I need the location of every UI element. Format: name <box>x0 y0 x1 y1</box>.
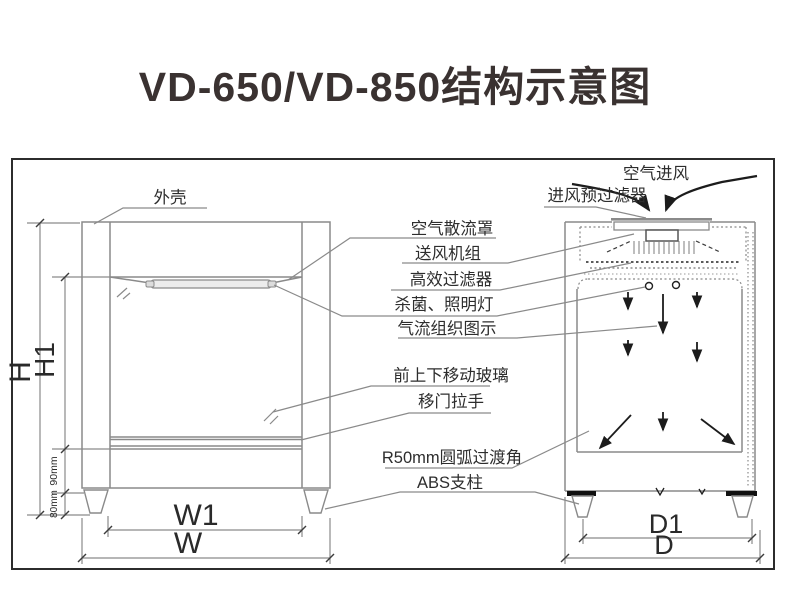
diffuser-label: 空气散流罩 <box>411 219 494 238</box>
dimension-w: W <box>77 518 335 564</box>
dimension-d1: D1 <box>578 509 757 544</box>
label-moving-glass: 前上下移动玻璃 <box>272 366 509 413</box>
airflow-diagram-label: 气流组织图示 <box>398 319 497 338</box>
uv-lamp-label: 杀菌、照明灯 <box>395 295 494 314</box>
label-fan-unit: 送风机组 <box>402 233 635 264</box>
label-door-handle: 移门拉手 <box>300 392 491 441</box>
dimension-d: D <box>560 497 765 564</box>
front-feet <box>83 489 329 514</box>
airflow-arrows <box>598 292 736 450</box>
cabinet-outline <box>81 221 331 489</box>
label-hepa-filter: 高效过滤器 <box>391 262 632 291</box>
label-air-inlet: 空气进风 <box>623 164 690 183</box>
door-handle-label: 移门拉手 <box>418 392 484 411</box>
dim-h1-label: H1 <box>29 342 60 378</box>
lamp-circles <box>644 280 681 291</box>
label-airflow-diagram: 气流组织图示 <box>398 319 658 339</box>
glass-marks <box>116 287 279 425</box>
dim-d-label: D <box>654 530 674 560</box>
exhaust-arrows <box>655 487 706 497</box>
moving-glass-label: 前上下移动玻璃 <box>393 366 509 385</box>
dim-d1-label: D1 <box>649 509 684 539</box>
dim-w-label: W <box>174 527 203 560</box>
fan-hatch <box>633 241 695 254</box>
dim-80mm-label: 80mm <box>49 490 60 518</box>
diagram-border <box>11 158 775 570</box>
air-inlet-label: 空气进风 <box>623 164 690 183</box>
hepa-filter-label: 高效过滤器 <box>410 270 493 289</box>
label-pre-filter: 进风预过滤器 <box>544 186 648 219</box>
pre-filter-label: 进风预过滤器 <box>548 186 648 205</box>
dimension-h1: H1 90mm 80mm <box>29 272 110 520</box>
lamp-tube <box>145 279 277 289</box>
r50-corner-label: R50mm圆弧过渡角 <box>382 448 522 467</box>
side-feet <box>567 491 757 518</box>
page-title: VD-650/VD-850结构示意图 <box>138 64 652 110</box>
label-shell: 外壳 <box>93 188 207 225</box>
plenum-dotted <box>579 226 747 261</box>
label-abs-leg: ABS支柱 <box>324 473 580 510</box>
label-diffuser: 空气散流罩 <box>287 219 496 281</box>
fan-unit-label: 送风机组 <box>415 244 481 263</box>
shell-label: 外壳 <box>154 188 187 207</box>
air-intake-arrows <box>571 174 758 213</box>
work-chamber <box>576 278 743 453</box>
front-view <box>81 221 331 514</box>
fan-skirt-dashed <box>606 240 721 253</box>
abs-leg-label: ABS支柱 <box>417 473 483 492</box>
hepa-filter-rows <box>584 261 740 275</box>
side-view <box>564 174 758 518</box>
dimension-h: H <box>4 218 90 520</box>
rear-channel-dotted <box>747 232 754 488</box>
dim-w1-label: W1 <box>174 499 219 532</box>
dim-h-label: H <box>4 361 37 383</box>
label-uv-lamp: 杀菌、照明灯 <box>273 284 646 317</box>
prefilter-and-fan <box>611 218 712 242</box>
label-r50-corner: R50mm圆弧过渡角 <box>382 430 590 469</box>
side-outline <box>564 221 756 492</box>
dim-90mm-label: 90mm <box>48 456 60 485</box>
dimension-w1: W1 <box>103 499 307 537</box>
